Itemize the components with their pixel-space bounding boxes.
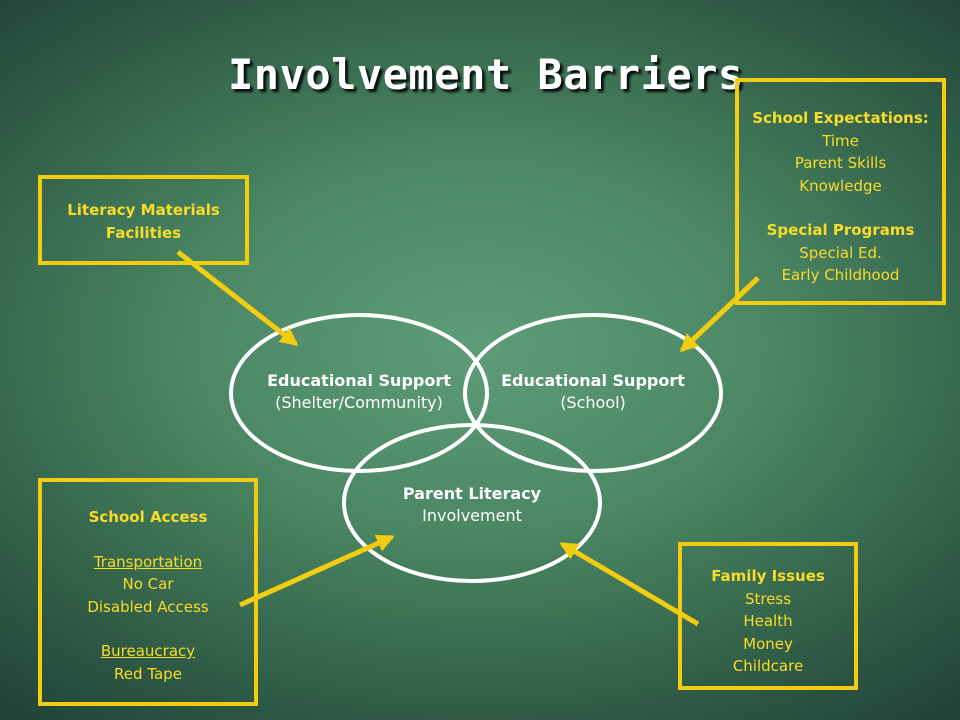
family-issues-item: Money bbox=[743, 634, 793, 653]
family-issues-heading: Family Issues bbox=[711, 567, 825, 585]
special-programs-item: Early Childhood bbox=[781, 266, 900, 284]
family-issues-item: Health bbox=[743, 612, 793, 630]
arrow-literacy-to-shelter bbox=[176, 250, 299, 346]
bureaucracy-item: Red Tape bbox=[114, 664, 182, 683]
box-family-issues: Family Issues Stress Health Money Childc… bbox=[678, 542, 858, 690]
box-literacy-materials: Literacy Materials Facilities bbox=[38, 175, 249, 265]
expectations-item: Knowledge bbox=[799, 176, 882, 195]
bureaucracy-subheading: Bureaucracy bbox=[100, 642, 196, 660]
transportation-item: Disabled Access bbox=[87, 597, 209, 616]
circle-parent-heading: Parent Literacy bbox=[402, 484, 542, 503]
circle-school-heading: Educational Support bbox=[501, 371, 685, 390]
box-school-expectations: School Expectations: Time Parent Skills … bbox=[735, 78, 946, 305]
circle-shelter bbox=[229, 313, 489, 473]
circle-parent-label: Parent Literacy Involvement bbox=[372, 483, 572, 527]
circle-parent-sub: Involvement bbox=[422, 506, 522, 525]
special-programs-heading: Special Programs bbox=[766, 221, 915, 239]
expectations-item: Parent Skills bbox=[794, 154, 887, 172]
expectations-heading: School Expectations: bbox=[752, 109, 929, 127]
school-access-heading: School Access bbox=[88, 508, 208, 526]
box-school-access: School Access Transportation No Car Disa… bbox=[38, 478, 258, 706]
circle-parent bbox=[342, 423, 602, 583]
family-issues-item: Childcare bbox=[732, 657, 804, 675]
transportation-item: No Car bbox=[122, 575, 174, 593]
transportation-subheading: Transportation bbox=[93, 552, 203, 571]
arrow-expectations-to-school bbox=[679, 276, 760, 353]
family-issues-item: Stress bbox=[744, 589, 792, 608]
literacy-materials-line1: Literacy Materials bbox=[67, 201, 220, 219]
page-title: Involvement Barriers bbox=[228, 50, 744, 99]
expectations-item: Time bbox=[822, 131, 859, 150]
literacy-materials-line2: Facilities bbox=[105, 223, 182, 242]
arrow-family-to-parent bbox=[559, 541, 700, 627]
circle-school bbox=[463, 313, 723, 473]
special-programs-item: Special Ed. bbox=[799, 243, 882, 262]
circle-school-sub: (School) bbox=[560, 393, 626, 412]
circle-school-label: Educational Support (School) bbox=[480, 370, 706, 414]
circle-shelter-heading: Educational Support bbox=[267, 371, 451, 390]
arrow-access-to-parent bbox=[238, 534, 395, 608]
circle-shelter-label: Educational Support (Shelter/Community) bbox=[246, 370, 472, 414]
circle-shelter-sub: (Shelter/Community) bbox=[275, 393, 443, 412]
